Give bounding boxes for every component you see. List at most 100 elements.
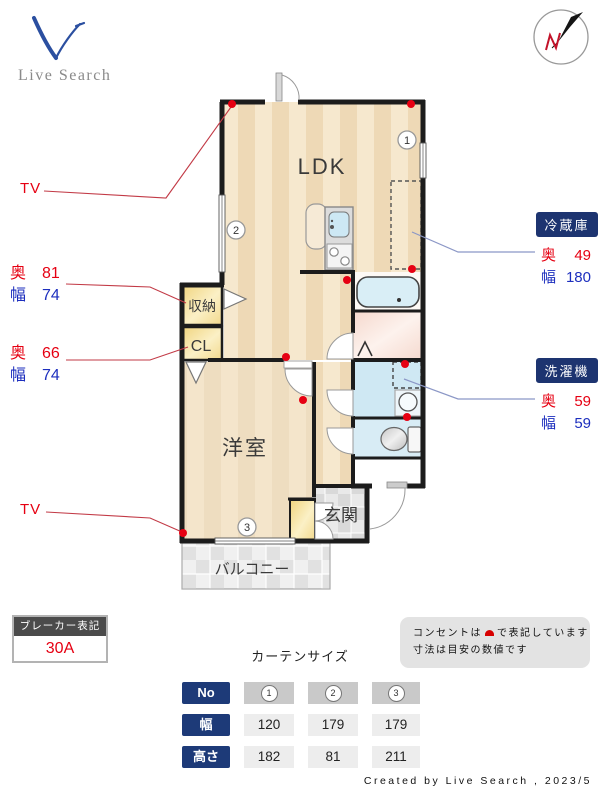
checkmark-icon [32, 16, 86, 60]
curtain-table-title: カーテンサイズ [251, 649, 349, 664]
closet-line [66, 346, 189, 361]
tv-label-bottom: TV [20, 501, 42, 518]
breaker-title: ブレーカー表記 [14, 617, 106, 636]
storage-line [65, 283, 187, 304]
windows [214, 142, 427, 545]
toilet-door [326, 427, 354, 455]
row-header-height: 高さ [182, 746, 230, 768]
room-label-entrance: 玄関 [324, 506, 358, 525]
outlet-dot [343, 276, 351, 284]
outlet-dot [408, 265, 416, 273]
kitchen-sink [328, 211, 350, 238]
closet-dimensions: 奥 66 幅 74 [10, 343, 68, 387]
storage-width: 74 [42, 287, 60, 304]
bathtub [356, 276, 420, 308]
curtain-height-1: 182 [244, 746, 294, 768]
balcony-floor [181, 542, 331, 590]
toilet-tank [407, 426, 422, 453]
curtain-markers: 1 2 3 [226, 130, 417, 537]
washer-drain [398, 392, 418, 412]
fridge-width: 180 [565, 269, 591, 286]
curtain-size-table: No 1 2 3 幅 120 179 179 高さ 182 81 211 [182, 682, 420, 768]
outlet-dot [407, 100, 415, 108]
washer-annotation: 洗濯機 奥 59 幅 59 [536, 358, 598, 435]
closet-depth: 66 [42, 345, 60, 362]
western-door-leaf [283, 360, 313, 369]
closet-width: 74 [42, 367, 60, 384]
note-line-2: 寸法は目安の数値です [413, 645, 528, 656]
tv1-line [43, 106, 232, 199]
width-label: 幅 [541, 415, 557, 432]
curtain-height-2: 81 [308, 746, 358, 768]
tv-label-top: TV [20, 180, 42, 197]
curtain-col-3: 3 [372, 682, 420, 704]
closet-door-marker [185, 361, 207, 385]
outlet-dot [179, 529, 187, 537]
toilet-bowl [380, 426, 408, 452]
faucet-dot [330, 219, 334, 223]
curtain-col-1: 1 [244, 682, 294, 704]
burner [329, 247, 339, 257]
storage-depth: 81 [42, 265, 60, 282]
breaker-box: ブレーカー表記 30A [12, 615, 108, 663]
breaker-value: 30A [45, 640, 75, 657]
credit-line: Created by Live Search , 2023/5 [363, 775, 592, 787]
col-header-no: No [182, 682, 230, 704]
stove [326, 243, 353, 269]
marker-3: 3 [244, 522, 250, 534]
room-labels: LDK 収納 CL 洋室 玄関 バルコニー [188, 154, 358, 578]
room-label-balcony: バルコニー [215, 561, 290, 578]
kitchen-side-counter [305, 203, 328, 250]
outlet-dot [228, 100, 236, 108]
outlet-dot [282, 353, 290, 361]
curtain-height-3: 211 [372, 746, 420, 768]
doors [185, 72, 408, 540]
compass-icon [533, 9, 589, 65]
width-label: 幅 [10, 367, 27, 384]
fixtures [305, 180, 422, 453]
room-label-storage: 収納 [188, 298, 216, 314]
hall-floor [316, 362, 353, 486]
walls [179, 99, 426, 544]
room-label-closet: CL [191, 338, 212, 355]
legend-note: コンセントはで表記しています 寸法は目安の数値です [400, 617, 590, 668]
fridge-line [411, 231, 535, 253]
fridge-depth: 49 [574, 247, 591, 264]
entry-door-arc [369, 487, 406, 530]
note-line-1: コンセントはで表記しています [413, 628, 589, 639]
outlet-dot [403, 413, 411, 421]
curtain-col-2: 2 [308, 682, 358, 704]
burner [340, 256, 350, 266]
inner-hall-floor [353, 458, 425, 486]
outlet-dot [299, 396, 307, 404]
washroom-floor [353, 311, 425, 360]
washer-depth: 59 [574, 393, 591, 410]
faucet-dot [330, 225, 334, 229]
ldk-door-arc [281, 74, 300, 101]
shoe-cabinet [289, 499, 316, 542]
logo-text: Live Search [18, 67, 112, 84]
outlet-dot [401, 360, 409, 368]
storage-dimensions: 奥 81 幅 74 [10, 263, 68, 307]
depth-label: 奥 [541, 393, 557, 410]
tv2-line [45, 511, 183, 533]
curtain-width-2: 179 [308, 714, 358, 736]
marker-1: 1 [404, 135, 410, 147]
western-door [284, 368, 313, 397]
annotation-lines [43, 106, 535, 533]
live-search-logo: Live Search [16, 14, 136, 85]
fridge-tag: 冷蔵庫 [536, 212, 598, 237]
outlet-symbol [485, 630, 494, 636]
depth-label: 奥 [10, 265, 27, 282]
bathtub-drain [397, 298, 401, 302]
row-header-width: 幅 [182, 714, 230, 736]
folding-door-marker [357, 340, 373, 357]
washer-tag: 洗濯機 [536, 358, 598, 383]
marker-2: 2 [233, 225, 239, 237]
depth-label: 奥 [541, 247, 557, 264]
width-label: 幅 [541, 269, 557, 286]
ldk-door-leaf [275, 72, 283, 102]
closet-floor [180, 325, 224, 362]
